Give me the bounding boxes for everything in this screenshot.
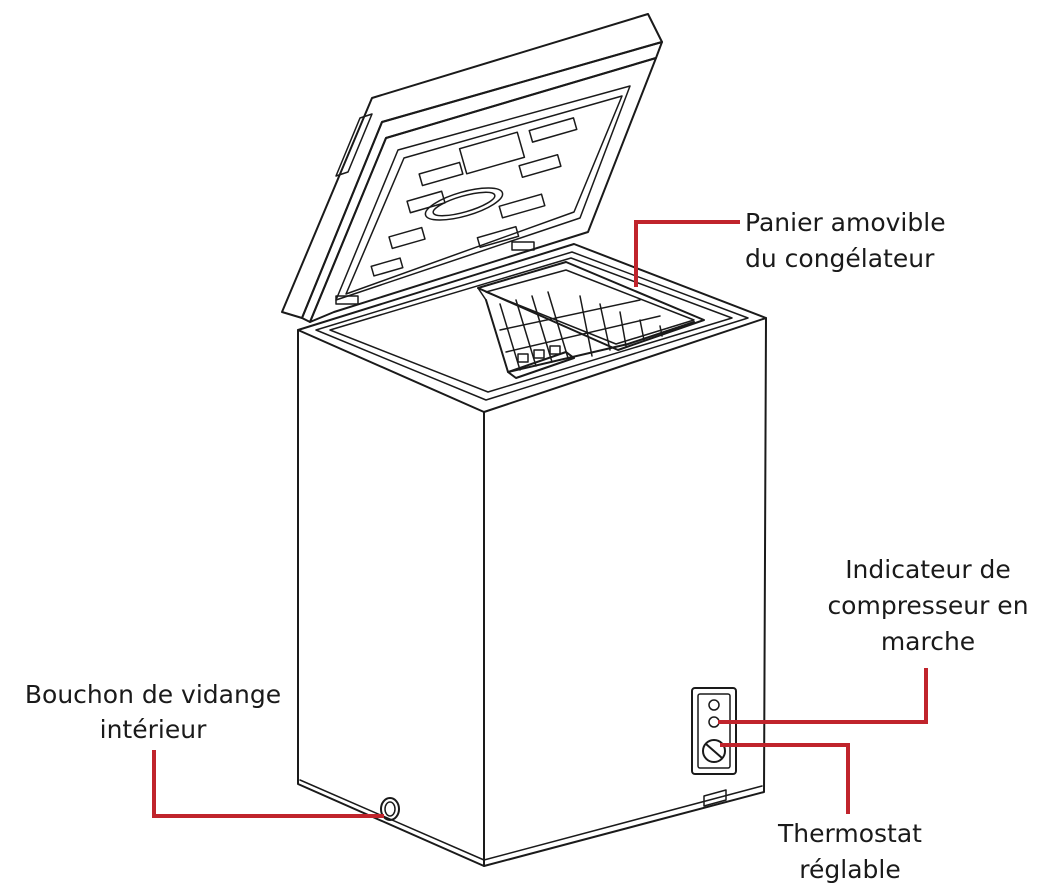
indicator-label-line1: Indicateur de — [845, 555, 1011, 584]
lid-hinges — [335, 241, 535, 305]
basket-label-line1: Panier amovible — [745, 208, 946, 237]
indicator-label-line3: marche — [881, 627, 975, 656]
cabinet-top — [297, 243, 767, 413]
drain-leader-line — [152, 750, 384, 818]
compressor-indicator-light — [708, 716, 720, 728]
indicator-leader-line — [718, 668, 928, 724]
thermostat-leader-line — [720, 743, 850, 814]
thermostat-label-line2: réglable — [799, 855, 900, 884]
drain-label-line1: Bouchon de vidange — [25, 680, 281, 709]
freezer-lid — [281, 13, 663, 323]
cabinet-body — [297, 317, 767, 867]
thermostat-knob[interactable] — [702, 739, 726, 763]
power-indicator-light — [708, 699, 720, 711]
drain-label-line2: intérieur — [100, 715, 207, 744]
control-panel — [691, 687, 737, 775]
indicator-label-line2: compresseur en — [827, 591, 1028, 620]
drain-plug[interactable] — [380, 797, 400, 821]
freezer-basket — [477, 261, 705, 379]
thermostat-label-line1: Thermostat — [777, 819, 922, 848]
basket-leader-line — [634, 220, 740, 287]
basket-label-line2: du congélateur — [745, 244, 935, 273]
